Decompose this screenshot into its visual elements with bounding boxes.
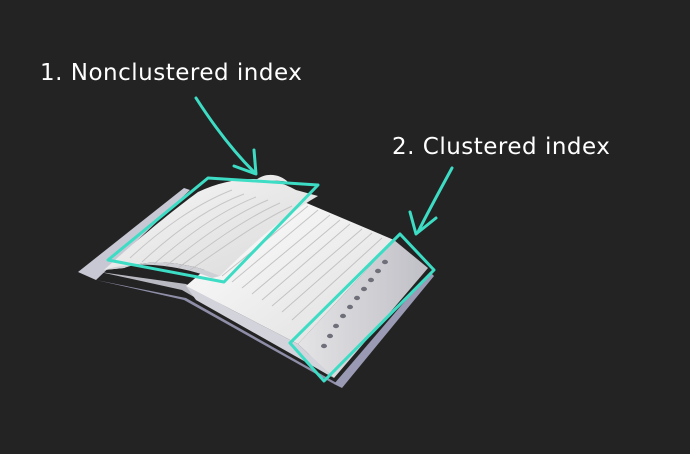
clustered-index-label: 2. Clustered index	[392, 134, 611, 160]
book-cover	[78, 188, 434, 388]
nonclustered-arrow	[194, 96, 258, 176]
left-page	[104, 174, 318, 278]
nonclustered-index-label: 1. Nonclustered index	[40, 60, 303, 86]
clustered-arrow	[408, 166, 454, 236]
clustered-highlight	[288, 232, 436, 383]
nonclustered-highlight	[106, 176, 320, 284]
thumb-index-tabs	[321, 259, 388, 349]
